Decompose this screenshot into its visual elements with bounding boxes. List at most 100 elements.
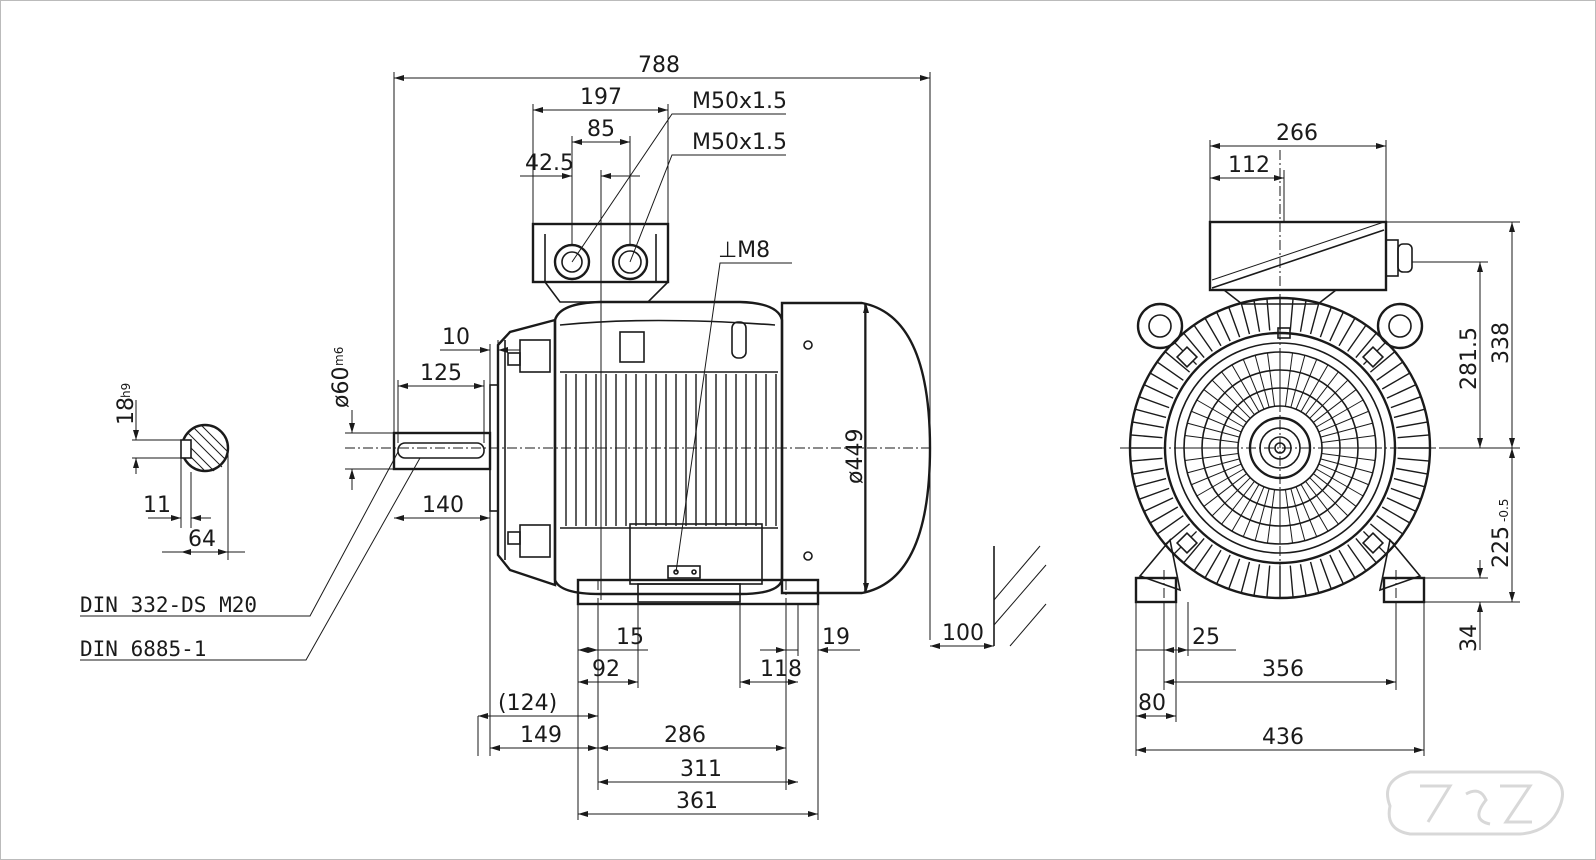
radial-fin — [1386, 497, 1417, 513]
dim-shaft-height: 225 — [1489, 526, 1514, 568]
radial-fin — [1156, 515, 1184, 535]
dim-foot-15: 15 — [616, 625, 644, 650]
radial-fin — [1369, 351, 1396, 373]
radial-fin — [1299, 564, 1307, 596]
radial-fin — [1397, 457, 1430, 462]
dim-gland-spacing: 85 — [587, 117, 615, 142]
grille-bar — [1290, 488, 1306, 541]
grille-bar — [1305, 481, 1339, 525]
radial-fin — [1369, 523, 1396, 545]
dim-gland-thread-2: M50x1.5 — [692, 130, 787, 155]
dim-shaft-height-tol: -0.5 — [1497, 499, 1511, 522]
radial-fin — [1396, 467, 1428, 475]
watermark-logo — [1386, 770, 1564, 836]
dim-box-width: 197 — [580, 85, 622, 110]
dim-foot-spacing-311: 311 — [680, 757, 722, 782]
radial-fin — [1376, 361, 1404, 381]
radial-fin — [1149, 372, 1179, 390]
radial-fin — [1193, 324, 1213, 352]
end-dimension-lines — [1135, 140, 1520, 756]
dim-key-width: 18 — [114, 397, 139, 425]
grille-bar — [1254, 488, 1270, 541]
dim-foot-width: 80 — [1138, 691, 1166, 716]
grille-bar — [1321, 434, 1376, 444]
radial-fin — [1134, 477, 1167, 488]
grille-bar — [1231, 364, 1260, 412]
radial-fin — [1215, 554, 1231, 585]
radial-fin — [1240, 561, 1251, 594]
radial-fin — [1390, 396, 1422, 409]
radial-fin — [1183, 332, 1205, 359]
grille-bar — [1221, 481, 1255, 525]
radial-fin — [1240, 302, 1251, 335]
radial-fin — [1381, 372, 1411, 390]
radial-fin — [1355, 537, 1377, 564]
dim-shaft-length: 140 — [422, 493, 464, 518]
dim-fan-clearance: 100 — [942, 621, 984, 646]
radial-fin — [1143, 497, 1174, 513]
label-center-hole: DIN 332-DS M20 — [80, 593, 257, 617]
grille-bar — [1242, 486, 1265, 537]
radial-fin — [1319, 558, 1332, 590]
cooling-fins — [565, 374, 777, 526]
dim-shaft-shoulder: 10 — [442, 325, 470, 350]
grille-bar — [1320, 422, 1373, 438]
grille-ring — [1237, 405, 1323, 491]
radial-fin — [1381, 506, 1411, 524]
radial-fin — [1228, 306, 1241, 338]
radial-fin — [1347, 324, 1367, 352]
dim-foot-19: 19 — [822, 625, 850, 650]
grille-bar — [1187, 458, 1240, 474]
radial-fin — [1215, 311, 1231, 342]
dim-foot-hole: 25 — [1192, 625, 1220, 650]
radial-fin — [1253, 564, 1261, 596]
dim-foot-92: 92 — [592, 657, 620, 682]
radial-fin — [1319, 306, 1332, 338]
grille-bar — [1266, 489, 1276, 544]
grille-bar — [1211, 477, 1251, 517]
shaft-section-view — [132, 400, 245, 560]
radial-fin — [1228, 558, 1241, 590]
radial-fin — [1204, 317, 1222, 347]
radial-fin — [1193, 544, 1213, 572]
label-key-standard: DIN 6885-1 — [80, 637, 206, 661]
grille-bar — [1305, 371, 1339, 415]
dim-shaft-diameter: ø60 — [329, 367, 354, 408]
radial-fin — [1143, 383, 1174, 399]
dim-shaft-to-foot: 149 — [520, 723, 562, 748]
dim-gland-offset: 42.5 — [525, 151, 574, 176]
grille-bar — [1318, 410, 1369, 433]
grille-bar — [1318, 463, 1369, 486]
radial-fin — [1138, 487, 1170, 500]
radial-fin — [1355, 332, 1377, 359]
radial-fin — [1309, 302, 1320, 335]
radial-fin — [1309, 561, 1320, 594]
dim-foot-length-361: 361 — [676, 789, 718, 814]
radial-fin — [1149, 506, 1179, 524]
dim-gland-height: 281.5 — [1457, 327, 1482, 390]
radial-fin — [1396, 421, 1428, 429]
grille-bar — [1266, 352, 1276, 407]
radial-fin — [1132, 421, 1164, 429]
radial-fin — [1386, 383, 1417, 399]
radial-fin — [1393, 408, 1426, 419]
radial-fin — [1130, 434, 1163, 439]
dim-key-width-tol: h9 — [119, 383, 133, 398]
dim-foot-spacing-286: 286 — [664, 723, 706, 748]
grille-bar — [1320, 458, 1373, 474]
radial-fin — [1347, 544, 1367, 572]
radial-fin — [1253, 300, 1261, 332]
grille-bar — [1309, 477, 1349, 517]
radial-fin — [1393, 477, 1426, 488]
dim-foot-hole-spacing: 356 — [1262, 657, 1304, 682]
grille-bar — [1284, 352, 1294, 407]
grille-bar — [1211, 379, 1251, 419]
grille-bar — [1284, 489, 1294, 544]
dim-base-width: 436 — [1262, 725, 1304, 750]
radial-fin — [1156, 361, 1184, 381]
grille-bar — [1203, 389, 1247, 423]
radial-fin — [1266, 565, 1271, 598]
grille-bar — [1184, 452, 1239, 462]
radial-fin — [1329, 311, 1345, 342]
